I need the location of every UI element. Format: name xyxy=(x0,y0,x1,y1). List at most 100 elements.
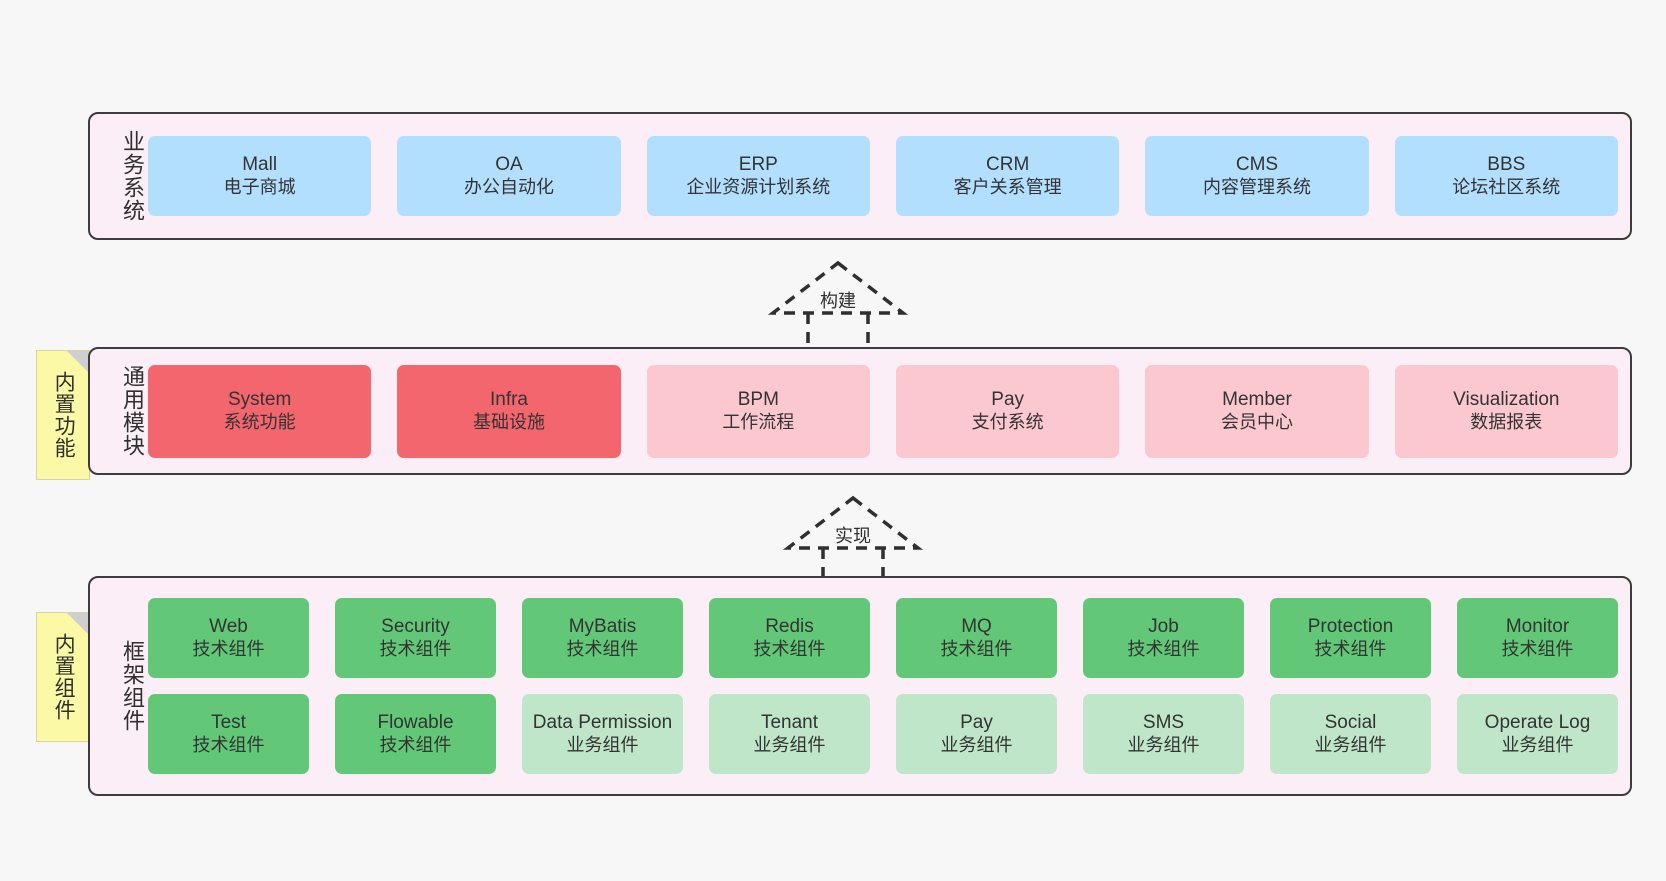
card-security[interactable]: Security 技术组件 xyxy=(335,598,496,678)
layer-body-business-system: Mall 电子商城 OA 办公自动化 ERP 企业资源计划系统 CRM 客户关系… xyxy=(144,136,1630,216)
card-subtitle: 数据报表 xyxy=(1470,411,1543,432)
card-infra[interactable]: Infra 基础设施 xyxy=(397,364,621,458)
card-subtitle: 技术组件 xyxy=(192,734,265,755)
card-member[interactable]: Member 会员中心 xyxy=(1145,364,1369,458)
card-title: Mall xyxy=(242,154,278,176)
card-title: Tenant xyxy=(760,712,819,734)
card-test[interactable]: Test 技术组件 xyxy=(148,694,309,774)
card-title: SMS xyxy=(1142,712,1185,734)
card-title: Social xyxy=(1324,712,1377,734)
card-subtitle: 技术组件 xyxy=(379,638,452,659)
layer-title-business-system: 业务系统 xyxy=(120,130,145,222)
sticky-fold-icon xyxy=(67,613,89,635)
connector-implement-label: 实现 xyxy=(835,526,871,546)
card-oa[interactable]: OA 办公自动化 xyxy=(397,136,621,216)
card-subtitle: 业务组件 xyxy=(940,734,1013,755)
card-subtitle: 技术组件 xyxy=(566,638,639,659)
card-title: Job xyxy=(1148,616,1179,638)
card-title: MQ xyxy=(961,616,992,638)
card-title: ERP xyxy=(738,154,778,176)
card-row: Web 技术组件 Security 技术组件 MyBatis 技术组件 Redi… xyxy=(148,598,1618,678)
card-crm[interactable]: CRM 客户关系管理 xyxy=(895,136,1120,216)
layer-common-module[interactable]: 通用模块 System 系统功能 Infra 基础设施 BPM 工作流程 Pay… xyxy=(88,347,1632,475)
card-subtitle: 论坛社区系统 xyxy=(1452,176,1561,197)
card-bpm[interactable]: BPM 工作流程 xyxy=(646,364,870,458)
card-bbs[interactable]: BBS 论坛社区系统 xyxy=(1394,136,1618,216)
card-subtitle: 办公自动化 xyxy=(463,176,554,197)
card-title: Flowable xyxy=(377,712,454,734)
card-subtitle: 业务组件 xyxy=(566,734,639,755)
card-redis[interactable]: Redis 技术组件 xyxy=(709,598,870,678)
card-monitor[interactable]: Monitor 技术组件 xyxy=(1457,598,1618,678)
card-title: Redis xyxy=(765,616,814,638)
card-operate-log[interactable]: Operate Log 业务组件 xyxy=(1457,694,1618,774)
card-subtitle: 技术组件 xyxy=(753,638,826,659)
card-system[interactable]: System 系统功能 xyxy=(148,364,372,458)
card-social[interactable]: Social 业务组件 xyxy=(1270,694,1431,774)
card-subtitle: 会员中心 xyxy=(1220,411,1293,432)
layer-title-common-module: 通用模块 xyxy=(120,365,145,457)
sticky-fold-icon xyxy=(67,351,89,373)
layer-framework-component[interactable]: 框架组件 Web 技术组件 Security 技术组件 MyBatis 技术组件… xyxy=(88,576,1632,796)
card-subtitle: 工作流程 xyxy=(722,411,795,432)
card-subtitle: 技术组件 xyxy=(379,734,452,755)
card-title: Security xyxy=(381,616,450,638)
card-pay-business[interactable]: Pay 业务组件 xyxy=(896,694,1057,774)
card-title: Infra xyxy=(489,389,528,411)
card-title: Member xyxy=(1222,389,1292,411)
layer-business-system[interactable]: 业务系统 Mall 电子商城 OA 办公自动化 ERP 企业资源计划系统 CRM… xyxy=(88,112,1632,240)
card-title: BBS xyxy=(1487,154,1526,176)
card-subtitle: 内容管理系统 xyxy=(1202,176,1311,197)
card-title: MyBatis xyxy=(568,616,637,638)
card-subtitle: 支付系统 xyxy=(971,411,1044,432)
card-web[interactable]: Web 技术组件 xyxy=(148,598,309,678)
sticky-note-label: 内置组件 xyxy=(52,633,76,721)
connector-build: 构建 xyxy=(753,255,923,350)
card-flowable[interactable]: Flowable 技术组件 xyxy=(335,694,496,774)
card-cms[interactable]: CMS 内容管理系统 xyxy=(1145,136,1369,216)
card-title: OA xyxy=(495,154,523,176)
card-title: Pay xyxy=(960,712,993,734)
card-title: System xyxy=(227,389,292,411)
card-subtitle: 业务组件 xyxy=(1501,734,1574,755)
card-subtitle: 客户关系管理 xyxy=(953,176,1062,197)
card-pay[interactable]: Pay 支付系统 xyxy=(895,364,1120,458)
card-data-permission[interactable]: Data Permission 业务组件 xyxy=(522,694,683,774)
card-subtitle: 技术组件 xyxy=(1127,638,1200,659)
card-title: BPM xyxy=(737,389,779,411)
card-row: System 系统功能 Infra 基础设施 BPM 工作流程 Pay 支付系统… xyxy=(148,364,1618,458)
card-sms[interactable]: SMS 业务组件 xyxy=(1083,694,1244,774)
card-subtitle: 基础设施 xyxy=(472,411,545,432)
layer-body-common-module: System 系统功能 Infra 基础设施 BPM 工作流程 Pay 支付系统… xyxy=(144,364,1630,458)
card-row: Test 技术组件 Flowable 技术组件 Data Permission … xyxy=(148,694,1618,774)
sticky-note-builtin-function: 内置功能 xyxy=(36,350,90,480)
card-mall[interactable]: Mall 电子商城 xyxy=(148,136,372,216)
card-tenant[interactable]: Tenant 业务组件 xyxy=(709,694,870,774)
layer-title-framework-component: 框架组件 xyxy=(120,640,145,732)
card-job[interactable]: Job 技术组件 xyxy=(1083,598,1244,678)
card-title: Web xyxy=(209,616,248,638)
card-subtitle: 电子商城 xyxy=(223,176,296,197)
sticky-note-label: 内置功能 xyxy=(52,371,76,459)
card-title: Operate Log xyxy=(1484,712,1591,734)
card-mybatis[interactable]: MyBatis 技术组件 xyxy=(522,598,683,678)
card-mq[interactable]: MQ 技术组件 xyxy=(896,598,1057,678)
sticky-note-builtin-component: 内置组件 xyxy=(36,612,90,742)
card-row: Mall 电子商城 OA 办公自动化 ERP 企业资源计划系统 CRM 客户关系… xyxy=(148,136,1618,216)
card-protection[interactable]: Protection 技术组件 xyxy=(1270,598,1431,678)
connector-implement: 实现 xyxy=(768,490,938,585)
connector-build-label: 构建 xyxy=(820,291,856,311)
card-subtitle: 企业资源计划系统 xyxy=(686,176,831,197)
card-erp[interactable]: ERP 企业资源计划系统 xyxy=(646,136,870,216)
card-visualization[interactable]: Visualization 数据报表 xyxy=(1394,364,1618,458)
card-title: Test xyxy=(211,712,246,734)
card-title: CMS xyxy=(1235,154,1279,176)
card-subtitle: 业务组件 xyxy=(1127,734,1200,755)
card-title: Visualization xyxy=(1453,389,1560,411)
card-title: Pay xyxy=(991,389,1025,411)
card-title: Protection xyxy=(1307,616,1394,638)
card-subtitle: 业务组件 xyxy=(753,734,826,755)
card-subtitle: 技术组件 xyxy=(940,638,1013,659)
card-subtitle: 技术组件 xyxy=(1314,638,1387,659)
